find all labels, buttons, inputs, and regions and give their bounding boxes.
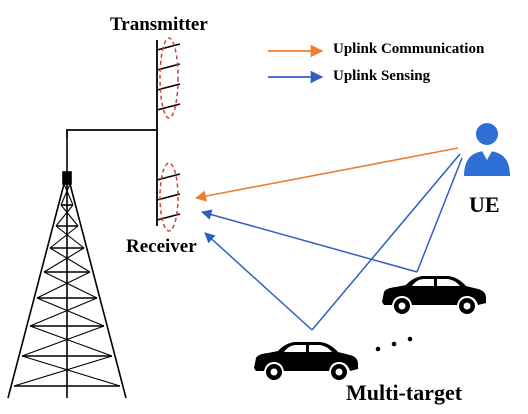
receiver-label: Receiver <box>126 236 197 257</box>
ue-label: UE <box>469 192 500 217</box>
transmitter-label: Transmitter <box>110 14 208 35</box>
sensing-paths <box>200 153 463 331</box>
user-icon <box>464 123 510 176</box>
car-icon-2 <box>254 342 358 380</box>
legend-communication-label: Uplink Communication <box>333 41 485 57</box>
car-icon-1 <box>382 276 486 314</box>
antenna-mast <box>66 40 158 226</box>
transmitter-antenna <box>156 37 181 119</box>
multi-target-label: Multi-target <box>346 380 463 405</box>
legend-sensing-label: Uplink Sensing <box>333 68 431 84</box>
tower <box>7 138 127 399</box>
ellipsis-dots <box>375 336 413 352</box>
receiver-antenna <box>156 162 181 232</box>
communication-link <box>194 147 459 202</box>
